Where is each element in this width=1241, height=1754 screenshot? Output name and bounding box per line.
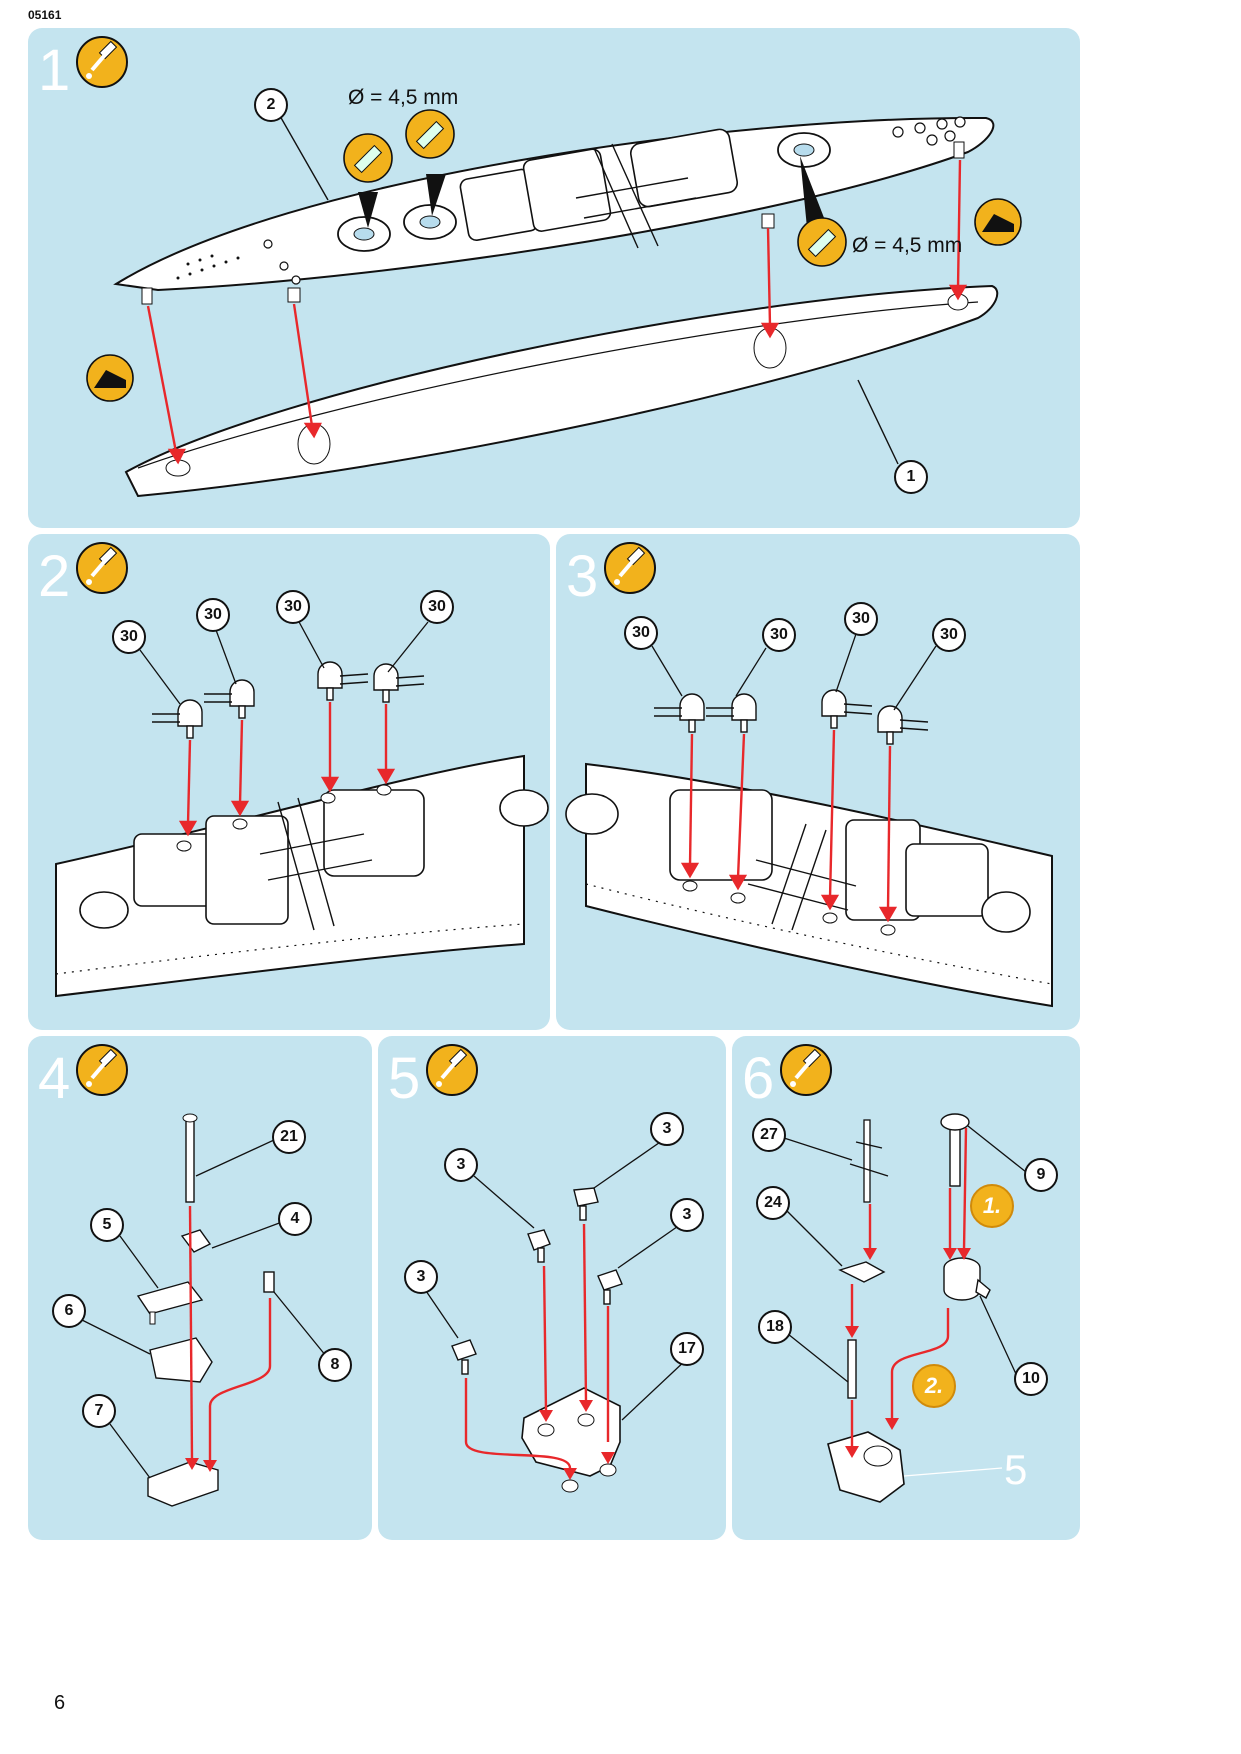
page-tab: [28, 1676, 90, 1732]
part-callout: 30: [112, 620, 146, 654]
part-callout: 30: [420, 590, 454, 624]
part-callout: 21: [272, 1120, 306, 1154]
part-callout: 30: [762, 618, 796, 652]
part-callout: 10: [1014, 1362, 1048, 1396]
part-callout: 8: [318, 1348, 352, 1382]
glue-icon: [76, 542, 128, 594]
drill-icon: [405, 109, 455, 159]
part-callout: 30: [196, 598, 230, 632]
step-1-panel: 1 Ø = 4,5 mm Ø = 4,5 mm 2 1: [28, 28, 1080, 528]
part-callout: 18: [758, 1310, 792, 1344]
step-2-illustration: [55, 619, 549, 998]
step-number: 4: [38, 1046, 71, 1111]
part-callout: 3: [650, 1112, 684, 1146]
hole-diameter-label: Ø = 4,5 mm: [852, 234, 963, 257]
part-callout: 1: [894, 460, 928, 494]
drill-icon: [797, 217, 847, 267]
step-5-illustration: [423, 1137, 689, 1493]
part-callout: 3: [670, 1198, 704, 1232]
tape-icon: [86, 354, 134, 402]
part-callout: 30: [624, 616, 658, 650]
glue-icon: [426, 1044, 478, 1096]
step-4-illustration: [81, 1113, 327, 1507]
glue-icon: [780, 1044, 832, 1096]
step-reference-label: 5: [1004, 1446, 1028, 1493]
glue-icon: [76, 1044, 128, 1096]
part-callout: 5: [90, 1208, 124, 1242]
step-5-panel: 5 3 3 3 3 17: [378, 1036, 726, 1540]
step-number: 6: [742, 1046, 775, 1111]
part-callout: 30: [844, 602, 878, 636]
step-3-panel: 3 30 30 30 30: [556, 534, 1080, 1030]
step-6-panel: 6 27 9 24 18 10 1. 2. 5: [732, 1036, 1080, 1540]
step-3-illustration: [565, 633, 1053, 1008]
step-4-panel: 4 21 5 4 6 8 7: [28, 1036, 372, 1540]
step-2-panel: 2 30 30 30 30: [28, 534, 550, 1030]
tape-icon: [974, 198, 1022, 246]
part-callout: 3: [444, 1148, 478, 1182]
step-1-illustration: [86, 109, 1022, 498]
glue-icon: [76, 36, 128, 88]
order-badge: 2.: [912, 1364, 956, 1408]
part-callout: 4: [278, 1202, 312, 1236]
step-number: 1: [38, 38, 71, 103]
page-number: 6: [54, 1692, 66, 1714]
part-callout: 17: [670, 1332, 704, 1366]
part-callout: 9: [1024, 1158, 1058, 1192]
document-code: 05161: [28, 8, 62, 22]
part-callout: 30: [932, 618, 966, 652]
part-callout: 3: [404, 1260, 438, 1294]
hole-diameter-label: Ø = 4,5 mm: [348, 86, 459, 109]
step-number: 2: [38, 544, 71, 609]
glue-icon: [604, 542, 656, 594]
part-callout: 30: [276, 590, 310, 624]
order-badge: 1.: [970, 1184, 1014, 1228]
part-callout: 7: [82, 1394, 116, 1428]
part-callout: 24: [756, 1186, 790, 1220]
step-6-illustration: [783, 1113, 1027, 1503]
part-callout: 27: [752, 1118, 786, 1152]
step-number: 5: [388, 1046, 421, 1111]
part-callout: 2: [254, 88, 288, 122]
part-callout: 6: [52, 1294, 86, 1328]
step-number: 3: [566, 544, 599, 609]
drill-icon: [343, 133, 393, 183]
